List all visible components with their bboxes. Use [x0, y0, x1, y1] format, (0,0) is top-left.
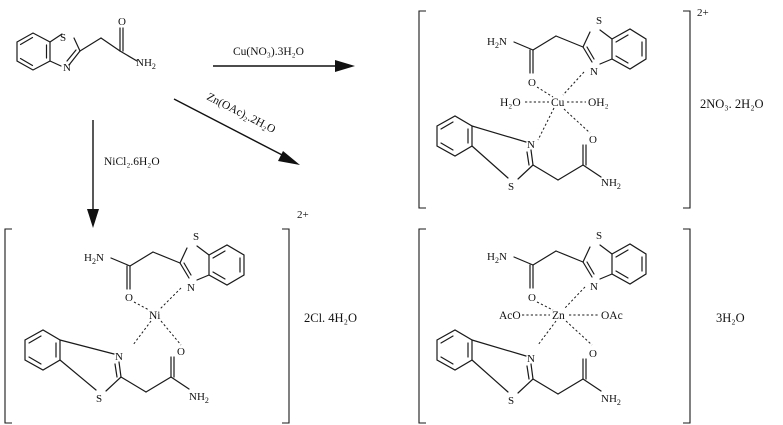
zn-acetate-left: AcO — [499, 310, 521, 322]
cu-counterions: 2NO₃. 2H₂O — [700, 97, 764, 111]
cu-bottom-s: S — [508, 181, 514, 193]
ni-bottom-n: N — [115, 351, 123, 363]
ni-top-n: N — [187, 282, 195, 294]
arrow-to-cu-complex — [213, 60, 355, 72]
zn-bottom-s: S — [508, 395, 514, 407]
arrow-to-ni-complex — [87, 120, 99, 228]
zn-bottom-n: N — [527, 353, 535, 365]
ni-bottom-nh2: NH2 — [189, 391, 209, 405]
starting-ligand — [16, 27, 138, 71]
ni-complex: 2+ S N O H2N Ni — [4, 209, 309, 424]
ligand-s-label: S — [60, 32, 66, 44]
ligand-n-label: N — [63, 62, 71, 74]
cu-top-nh2: H2N — [487, 36, 507, 50]
zn-top-nh2: H2N — [487, 251, 507, 265]
cu-water-right: OH₂ — [588, 97, 609, 109]
reagent-cu: Cu(NO₃).3H₂O — [233, 46, 304, 58]
zn-metal: Zn — [552, 310, 565, 322]
ligand-nh2-label: NH2 — [136, 57, 156, 71]
cu-water-left: H₂O — [500, 97, 521, 109]
cu-complex-charge: 2+ — [697, 7, 709, 19]
zn-acetate-right: OAc — [601, 310, 623, 322]
zn-top-o: O — [528, 292, 536, 304]
cu-bottom-o: O — [589, 134, 597, 146]
ni-bottom-o: O — [177, 346, 185, 358]
cu-top-n: N — [590, 66, 598, 78]
zn-bottom-o: O — [589, 348, 597, 360]
cu-top-s: S — [596, 15, 602, 27]
reagent-ni: NiCl₂.6H₂O — [104, 156, 160, 168]
zn-complex: S N O H2N Zn AcO OAc N S O NH2 — [418, 228, 691, 424]
cu-top-o: O — [528, 77, 536, 89]
zn-counterions: 3H₂O — [716, 311, 745, 325]
zn-top-s: S — [596, 230, 602, 242]
ni-complex-charge: 2+ — [297, 209, 309, 221]
reagent-zn: Zn(OAc)₂.2H₂O — [205, 91, 278, 136]
ni-metal: Ni — [149, 310, 161, 322]
zn-bottom-nh2: NH2 — [601, 393, 621, 407]
ni-counterions: 2Cl. 4H₂O — [304, 311, 357, 325]
ni-top-s: S — [193, 231, 199, 243]
zn-top-n: N — [590, 281, 598, 293]
cu-bottom-n: N — [527, 139, 535, 151]
ni-bottom-s: S — [96, 393, 102, 405]
cu-metal: Cu — [551, 97, 565, 109]
arrow-to-zn-complex — [173, 98, 300, 165]
cu-complex: 2+ S N O H2N Cu H₂O OH₂ — [418, 7, 709, 209]
ligand-o-label: O — [118, 16, 126, 28]
cu-bottom-nh2: NH2 — [601, 177, 621, 191]
ni-top-o: O — [125, 292, 133, 304]
ni-top-nh2: H2N — [84, 252, 104, 266]
